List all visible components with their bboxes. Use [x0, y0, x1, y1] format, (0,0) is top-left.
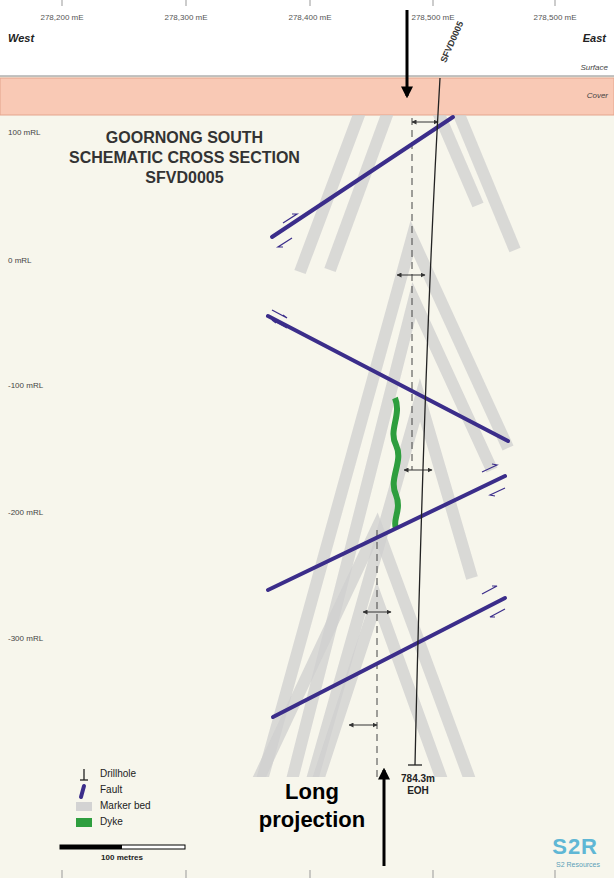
scale-label: 100 metres: [101, 853, 143, 862]
rl-label: -200 mRL: [8, 508, 43, 517]
rl-label: 0 mRL: [8, 256, 32, 265]
section-stroke: [310, 0, 311, 6]
section-stroke: [83, 769, 84, 780]
rl-label: -100 mRL: [8, 381, 43, 390]
section-stroke: [278, 238, 292, 247]
section-stroke: [412, 122, 438, 123]
section-stroke: [318, 600, 442, 777]
section-stroke: [490, 488, 505, 496]
easting-label: 278,500 mE: [411, 13, 454, 22]
easting-label: 278,300 mE: [164, 13, 207, 22]
section-stroke: [273, 598, 505, 717]
easting-label: 278,500 mE: [533, 13, 576, 22]
section-stroke: [268, 476, 505, 590]
section-stroke: [292, 300, 492, 777]
section-stroke: [349, 725, 377, 726]
section-stroke: [555, 0, 556, 6]
drillhole-label: SFVD0005: [438, 20, 465, 64]
section-stroke: [433, 0, 434, 6]
section-stroke: [490, 609, 505, 617]
projection-arrow: [383, 770, 386, 866]
section-stroke: [62, 0, 63, 6]
section-stroke: [186, 870, 187, 878]
legend-swatch: [76, 818, 92, 827]
legend-line-samples: [80, 769, 88, 797]
fault-movement-arrows: [272, 214, 505, 617]
logo-name: S2 Resources: [556, 861, 600, 869]
direction-label: East: [583, 32, 606, 45]
cover-label: Cover: [587, 91, 608, 100]
section-stroke: [482, 464, 497, 472]
axial-traces: [377, 118, 412, 778]
section-stroke: [60, 845, 122, 849]
surface-line: [0, 76, 614, 77]
easting-label: 278,400 mE: [288, 13, 331, 22]
section-stroke: [80, 779, 88, 780]
section-title: GOORNONG SOUTH SCHEMATIC CROSS SECTION S…: [62, 128, 307, 188]
faults: [268, 117, 508, 717]
legend-label: Marker bed: [100, 800, 151, 812]
section-stroke: [60, 845, 185, 849]
section-stroke: [62, 870, 63, 878]
section-stroke: [258, 528, 470, 777]
section-stroke: [363, 612, 391, 613]
section-stroke: [458, 115, 515, 250]
projection-arrow: [406, 10, 409, 96]
header-band: [0, 0, 614, 76]
rl-label: -300 mRL: [8, 634, 43, 643]
legend-label: Fault: [100, 784, 122, 796]
section-stroke: [81, 786, 84, 797]
section-stroke: [555, 870, 556, 878]
end-of-hole-tick: [408, 764, 422, 765]
section-stroke: [283, 214, 297, 223]
projection-note: Long projection: [247, 778, 377, 834]
section-stroke: [397, 275, 425, 276]
section-stroke: [482, 586, 497, 594]
legend-label: Drillhole: [100, 768, 136, 780]
rl-label: 100 mRL: [8, 128, 40, 137]
section-stroke: [412, 118, 413, 470]
marker-beds: [258, 115, 515, 777]
easting-label: 278,200 mE: [40, 13, 83, 22]
section-stroke: [300, 115, 360, 272]
end-of-hole-label: 784.3m EOH: [396, 773, 440, 796]
section-stroke: [272, 117, 453, 237]
section-stroke: [404, 470, 432, 471]
legend-label: Dyke: [100, 816, 123, 828]
section-stroke: [433, 870, 434, 878]
drillhole-trace: [415, 78, 440, 765]
surface-label: Surface: [580, 63, 608, 72]
dyke: [393, 398, 398, 528]
section-stroke: [272, 320, 287, 328]
easting-ticks: [62, 0, 555, 878]
cover-band: [0, 78, 614, 115]
section-stroke: [186, 0, 187, 6]
section-stroke: [268, 316, 508, 441]
section-stroke: [310, 870, 311, 878]
section-stroke: [272, 310, 287, 318]
logo-mark: S2R: [552, 834, 598, 859]
section-stroke: [377, 530, 378, 778]
scale-bar: [60, 845, 185, 849]
direction-label: West: [8, 32, 34, 45]
legend-swatch: [76, 802, 92, 811]
